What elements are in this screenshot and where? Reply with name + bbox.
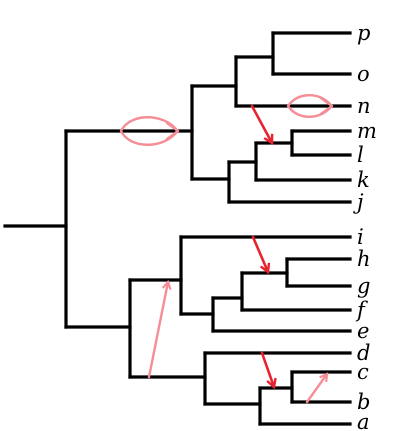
leaf-label-j: j bbox=[353, 190, 364, 214]
leaf-label-m: m bbox=[357, 119, 377, 143]
leaf-label-n: n bbox=[357, 94, 371, 118]
leaf-label-c: c bbox=[357, 360, 369, 384]
leaf-labels: p o n m l k j i h g f e d c b a bbox=[353, 21, 377, 431]
transfer-arrows bbox=[119, 94, 334, 404]
transfer-arrow-lower-to-ie bbox=[147, 282, 168, 379]
leaf-label-p: p bbox=[357, 21, 370, 45]
leaf-label-f: f bbox=[355, 298, 368, 322]
leaf-label-b: b bbox=[357, 390, 370, 414]
transfer-arrow-b-to-c bbox=[305, 374, 327, 404]
transfer-arrow-n-to-ml bbox=[250, 104, 272, 143]
transfer-arrow-i-to-hg bbox=[251, 235, 268, 272]
leaf-label-l: l bbox=[357, 143, 364, 167]
leaf-label-k: k bbox=[357, 168, 370, 192]
leaf-label-i: i bbox=[357, 225, 364, 249]
arrowhead-upper-clade bbox=[165, 121, 180, 141]
leaf-label-e: e bbox=[357, 319, 369, 343]
arrowhead-n bbox=[319, 96, 334, 116]
tree-branches bbox=[3, 31, 352, 426]
transfer-arrow-d-to-cb bbox=[260, 351, 274, 387]
leaf-label-d: d bbox=[357, 341, 370, 365]
leaf-label-a: a bbox=[357, 410, 370, 431]
leaf-label-o: o bbox=[357, 62, 370, 86]
leaf-label-h: h bbox=[357, 247, 371, 271]
leaf-label-g: g bbox=[357, 274, 370, 298]
